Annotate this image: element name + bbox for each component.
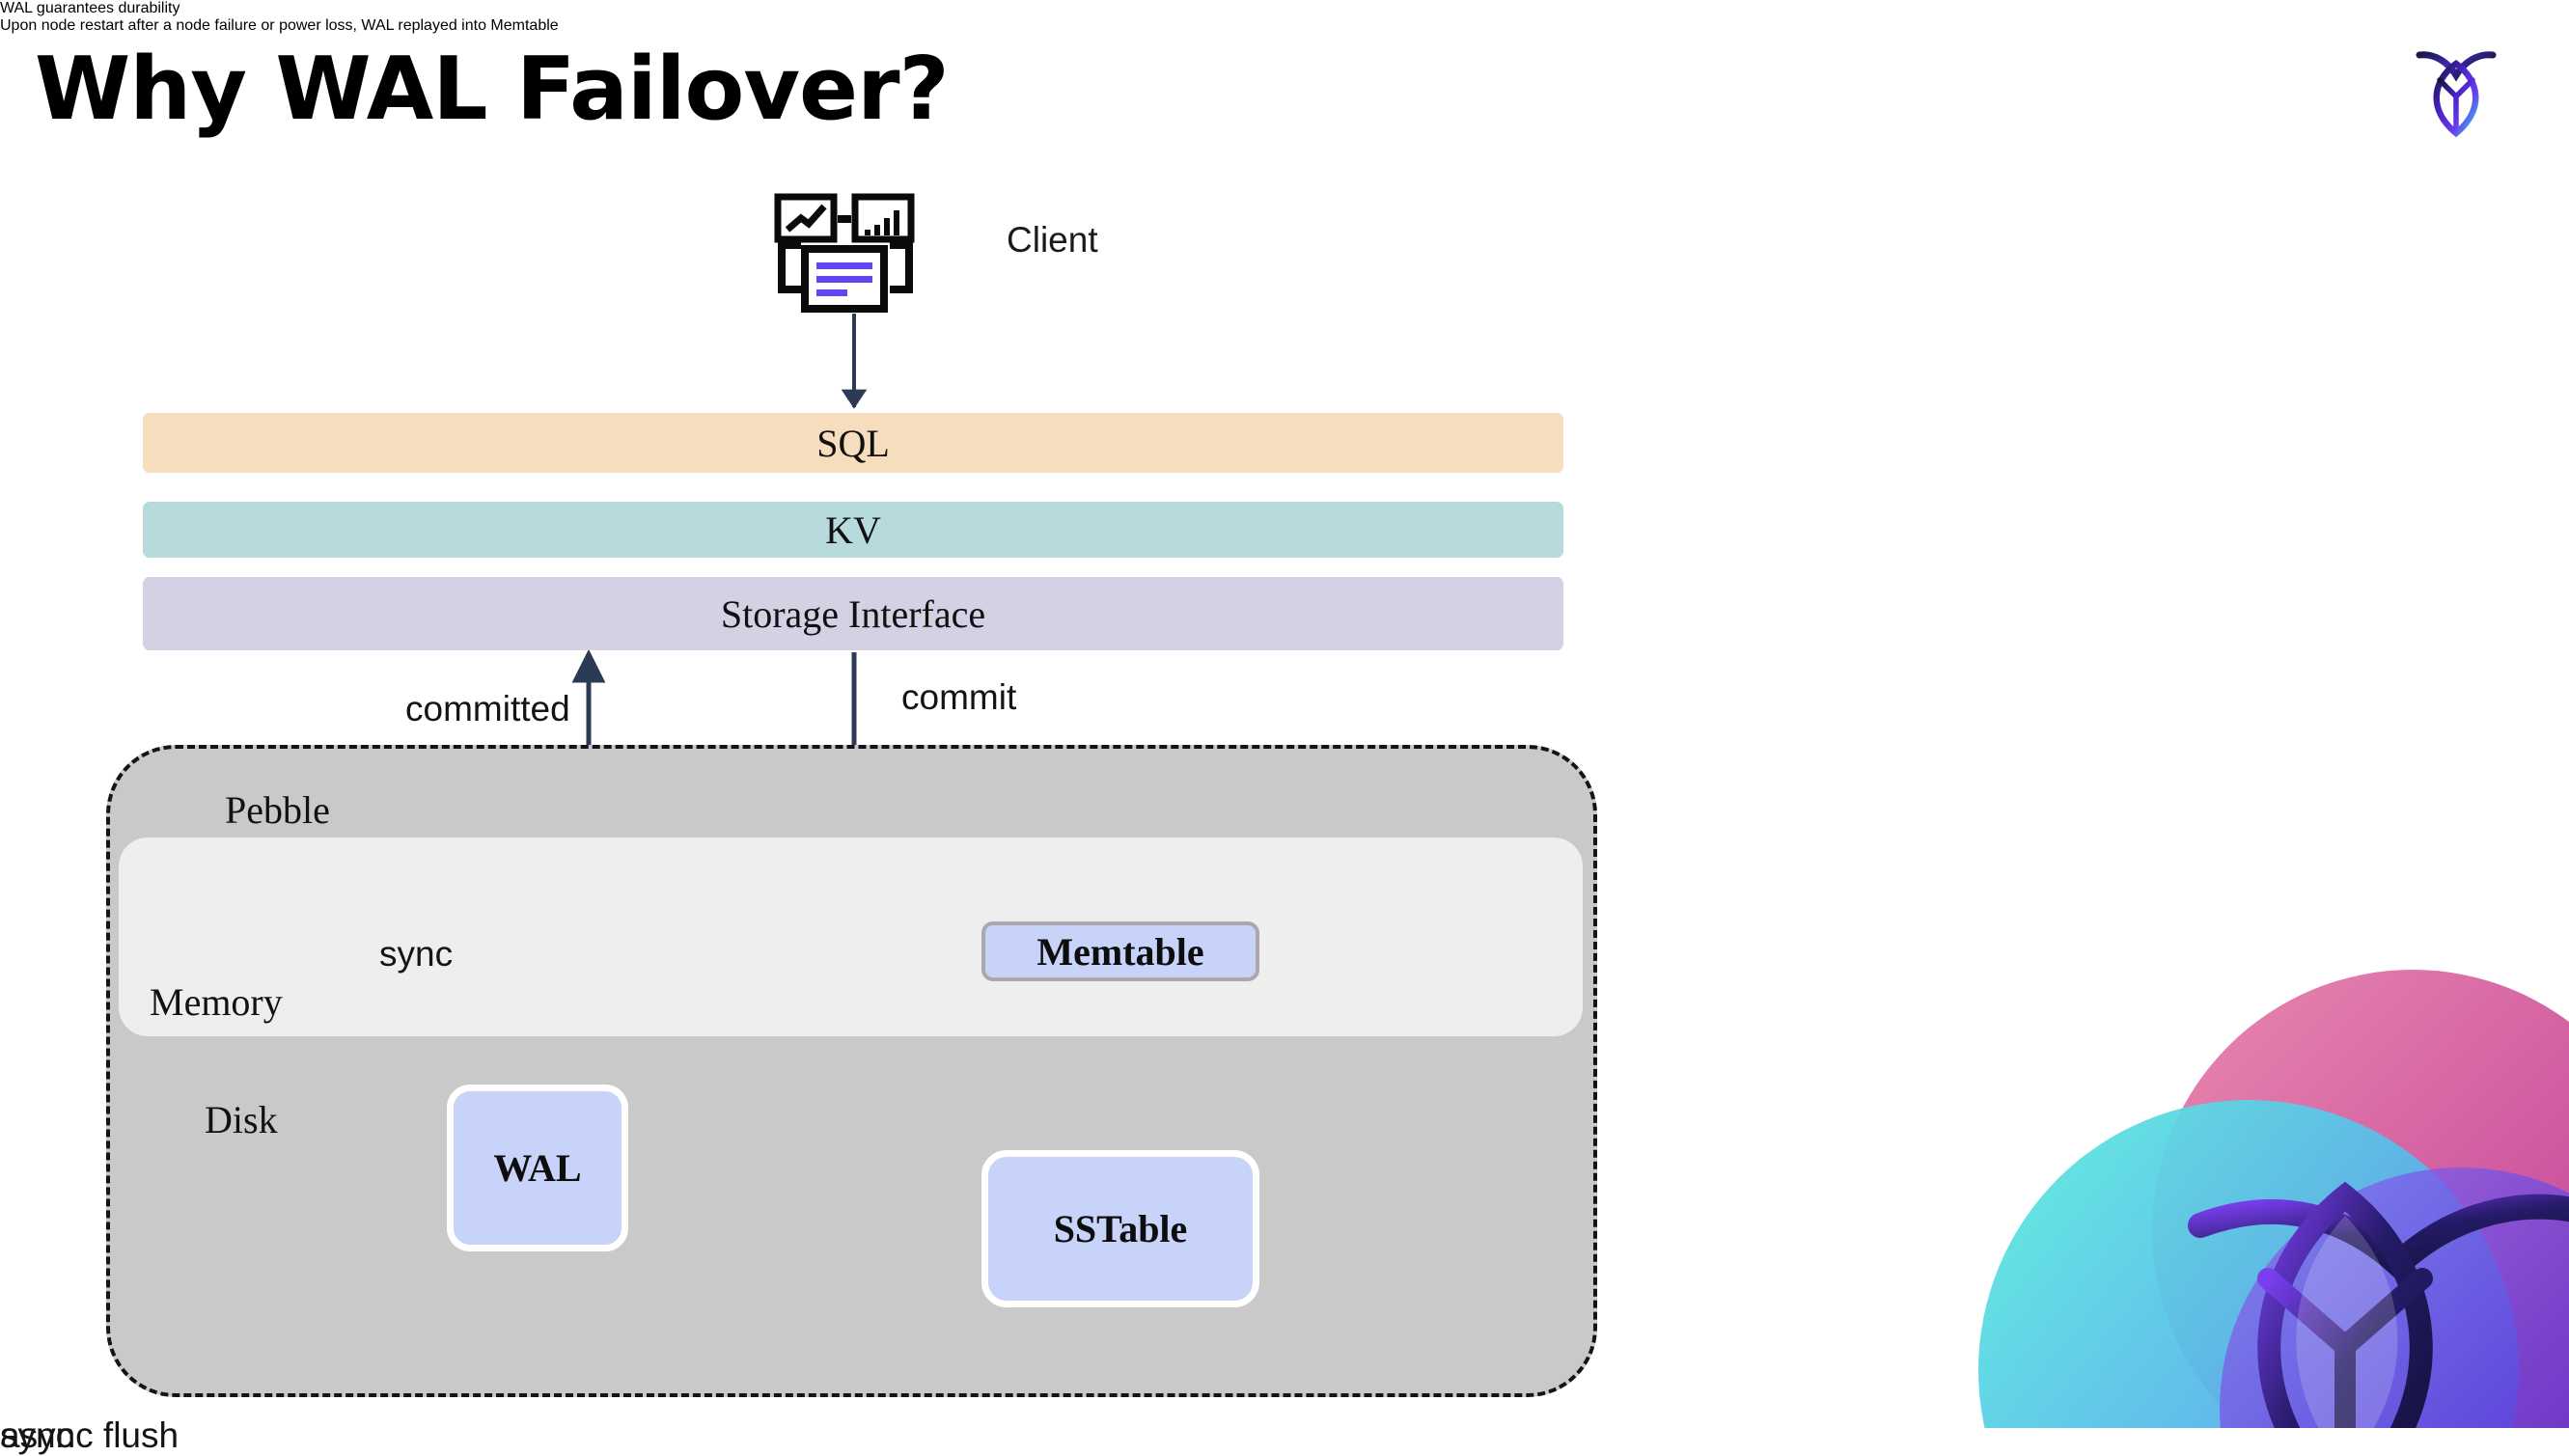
memory-label: Memory [150, 980, 283, 1024]
node-sstable: SSTable [981, 1150, 1259, 1307]
decorative-logo-artwork [1959, 907, 2569, 1428]
node-sstable-label: SSTable [1053, 1207, 1188, 1250]
layer-sql: SQL [143, 413, 1563, 473]
client-label: Client [1007, 220, 1098, 260]
node-wal: WAL [447, 1085, 628, 1251]
client-monitor-icon [772, 193, 926, 318]
architecture-diagram: Client Pebble Memory Disk SQL KV Storage… [0, 193, 1597, 1455]
node-wal-label: WAL [493, 1146, 582, 1190]
layer-kv-label: KV [825, 508, 881, 552]
edge-label-commit: commit [901, 677, 1017, 717]
layer-storage-interface-label: Storage Interface [720, 591, 986, 636]
memory-zone [119, 838, 1583, 1036]
pebble-label: Pebble [225, 788, 330, 832]
disk-label: Disk [205, 1098, 278, 1141]
list-item: WAL guarantees durability [0, 0, 2569, 17]
node-memtable: Memtable [981, 921, 1259, 981]
list-item: Upon node restart after a node failure o… [0, 17, 2569, 35]
edge-label-async-flush: async flush [0, 1415, 180, 1455]
bullet-list: WAL guarantees durability Upon node rest… [0, 0, 2569, 35]
bullet-text: Upon node restart after a node failure o… [0, 17, 559, 34]
layer-sql-label: SQL [816, 421, 890, 465]
cockroach-labs-logo [2403, 37, 2509, 143]
layer-storage-interface: Storage Interface [143, 577, 1563, 650]
bullet-text: WAL guarantees durability [0, 0, 180, 16]
edge-label-sync-wal: sync [379, 934, 454, 974]
edge-label-committed: committed [405, 689, 570, 728]
layer-kv: KV [143, 502, 1563, 558]
page-title: Why WAL Failover? [35, 39, 950, 140]
node-memtable-label: Memtable [1036, 929, 1204, 974]
